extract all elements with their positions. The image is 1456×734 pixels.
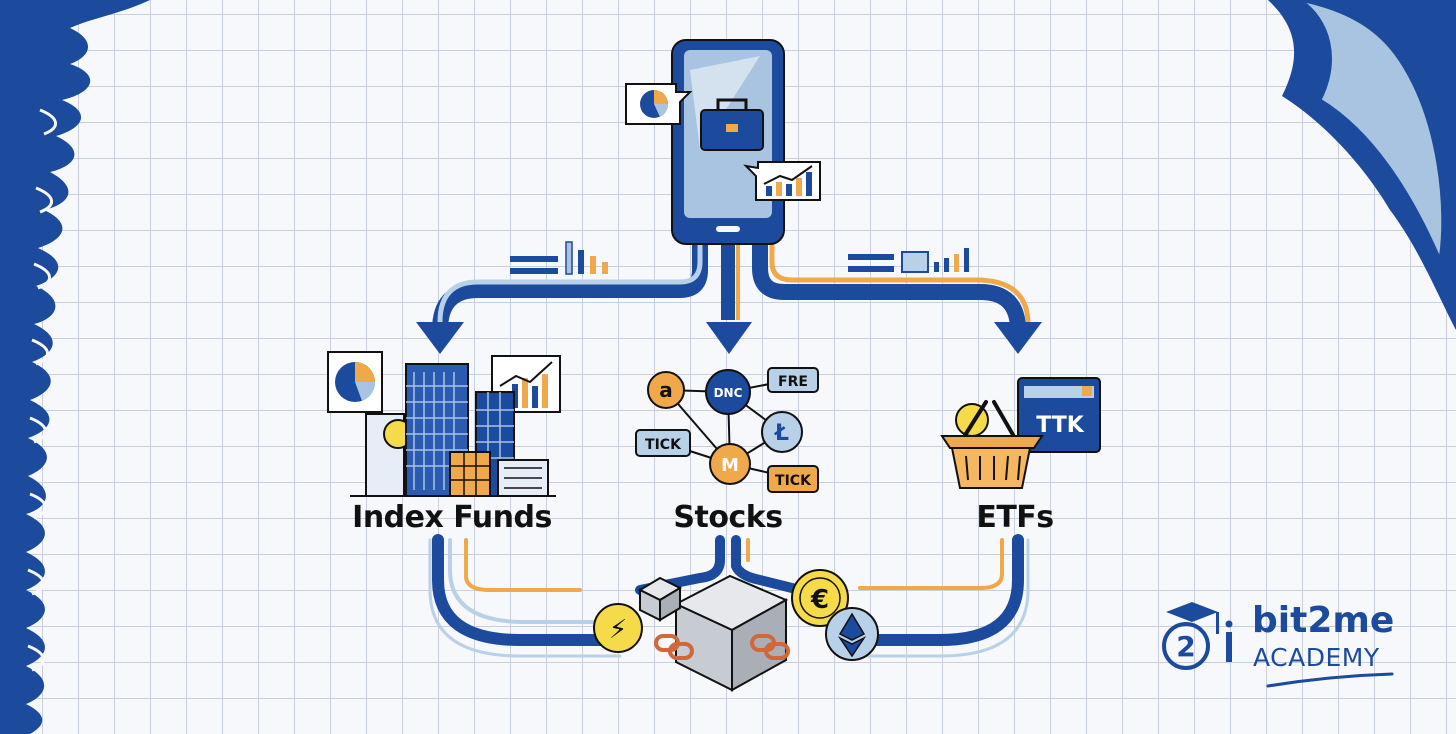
lightning-glyph: ⚡ <box>609 615 627 645</box>
chart-bubble-icon <box>743 161 821 201</box>
flow-to-index-funds <box>432 229 708 338</box>
stock-network-icon: a DNC FRE TICK Ł M TICK <box>635 367 819 493</box>
index-funds-label: Index Funds <box>352 500 552 535</box>
brand-logo-mark: 2 <box>1162 602 1394 688</box>
page-curl <box>1268 0 1456 330</box>
m-node <box>709 443 751 485</box>
euro-glyph: € <box>810 585 829 615</box>
amazon-glyph: a <box>659 378 673 402</box>
chain-link-left-icon <box>654 634 694 660</box>
arrow-left-chart-doodle <box>510 241 608 275</box>
brand-subtitle: ACADEMY <box>1253 643 1380 672</box>
pie-bubble-icon <box>625 83 693 125</box>
blockchain-cube-icon <box>637 574 789 692</box>
flow-arrowhead-index <box>416 322 464 354</box>
city-buildings-icon <box>327 351 561 497</box>
left-torn-edge <box>0 0 150 734</box>
arrow-right-chart-doodle <box>848 248 969 273</box>
dnc-node <box>705 369 751 415</box>
ethereum-coin-icon <box>825 607 879 661</box>
chain-link-right-icon <box>750 634 790 660</box>
flow-to-etfs <box>752 232 1031 338</box>
flow-arrowhead-stocks <box>706 322 752 354</box>
amazon-node <box>647 371 685 409</box>
brand-number: 2 <box>1176 630 1195 663</box>
euro-coin-icon: € <box>791 569 849 627</box>
etfs-label: ETFs <box>976 500 1054 535</box>
flow-to-stocks <box>721 240 740 320</box>
litecoin-node <box>761 411 803 453</box>
lightning-coin-icon: ⚡ <box>593 603 643 653</box>
fre-label: FRE <box>778 374 808 390</box>
brand-name: bit2me <box>1252 600 1395 641</box>
m-glyph: M <box>721 455 739 476</box>
fre-tag <box>767 367 819 393</box>
flow-bottom <box>428 534 1030 658</box>
dnc-label: DNC <box>714 386 743 400</box>
etf-screen-label: TTK <box>1036 413 1085 438</box>
flow-arrowhead-etfs <box>994 322 1042 354</box>
tick-right-tag <box>767 465 819 493</box>
etf-basket-icon: TTK <box>940 377 1101 489</box>
tick-left-tag <box>635 429 691 457</box>
briefcase-icon <box>700 98 764 151</box>
tick-left-label: TICK <box>645 437 682 453</box>
litecoin-glyph: Ł <box>774 421 789 446</box>
stocks-label: Stocks <box>673 500 783 535</box>
tick-right-label: TICK <box>775 473 812 489</box>
